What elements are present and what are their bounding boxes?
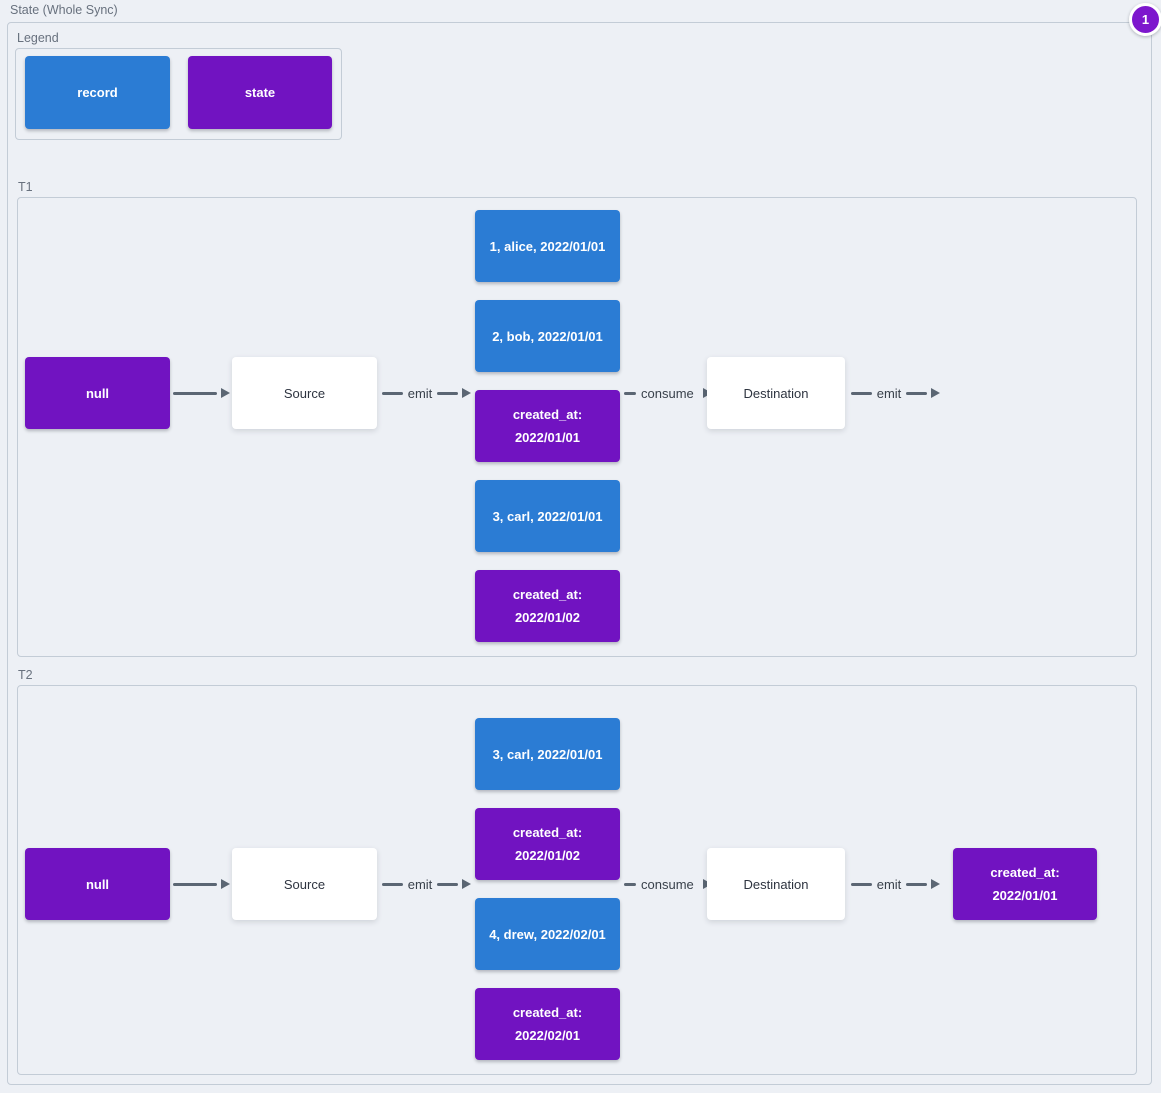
edge-label-emit: emit	[876, 385, 902, 401]
legend-group	[15, 48, 342, 140]
t2-null-node: null	[25, 848, 170, 920]
t1-state-node: created_at: 2022/01/02	[475, 570, 620, 642]
edge-line	[906, 882, 927, 886]
edge-line	[851, 882, 872, 886]
arrow-head-icon	[221, 879, 230, 889]
arrow-head-icon	[221, 388, 230, 398]
t2-record-node: 3, carl, 2022/01/01	[475, 718, 620, 790]
t2-edge-source-emit: emit	[382, 874, 471, 894]
t1-edge-null-to-source	[173, 383, 230, 403]
t2-emitted-state-node: created_at: 2022/01/01	[953, 848, 1097, 920]
section-t1-group	[17, 197, 1137, 657]
arrow-head-icon	[931, 879, 940, 889]
t2-state-node: created_at: 2022/01/02	[475, 808, 620, 880]
edge-line	[851, 391, 872, 395]
edge-line	[382, 882, 403, 886]
t2-source-node: Source	[232, 848, 377, 920]
t1-record-node: 1, alice, 2022/01/01	[475, 210, 620, 282]
t1-record-node: 3, carl, 2022/01/01	[475, 480, 620, 552]
t2-record-node: 4, drew, 2022/02/01	[475, 898, 620, 970]
t1-state-node: created_at: 2022/01/01	[475, 390, 620, 462]
edge-line	[906, 391, 927, 395]
legend-state-swatch: state	[188, 56, 332, 129]
section-t2-group	[17, 685, 1137, 1075]
edge-line	[624, 882, 636, 886]
edge-line	[173, 882, 217, 886]
t2-edge-consume: consume	[624, 874, 712, 894]
edge-label-consume: consume	[641, 385, 694, 401]
whole-sync-group	[7, 22, 1152, 1085]
t1-edge-destination-emit: emit	[851, 383, 940, 403]
t1-edge-source-emit: emit	[382, 383, 471, 403]
t1-source-node: Source	[232, 357, 377, 429]
edge-line	[382, 391, 403, 395]
arrow-head-icon	[462, 388, 471, 398]
edge-label-emit: emit	[407, 876, 433, 892]
edge-label-emit: emit	[407, 385, 433, 401]
edge-line	[437, 882, 458, 886]
t2-destination-node: Destination	[707, 848, 845, 920]
arrow-head-icon	[931, 388, 940, 398]
t1-null-node: null	[25, 357, 170, 429]
t1-edge-consume: consume	[624, 383, 712, 403]
edge-line	[437, 391, 458, 395]
t2-state-node: created_at: 2022/02/01	[475, 988, 620, 1060]
arrow-head-icon	[462, 879, 471, 889]
section-label-t2: T2	[18, 668, 33, 682]
t2-edge-destination-emit: emit	[851, 874, 940, 894]
t1-record-node: 2, bob, 2022/01/01	[475, 300, 620, 372]
t2-edge-null-to-source	[173, 874, 230, 894]
annotation-badge: 1	[1129, 3, 1161, 36]
edge-line	[173, 391, 217, 395]
edge-label-emit: emit	[876, 876, 902, 892]
t1-destination-node: Destination	[707, 357, 845, 429]
edge-label-consume: consume	[641, 876, 694, 892]
section-label-t1: T1	[18, 180, 33, 194]
legend-label: Legend	[17, 31, 59, 45]
legend-record-swatch: record	[25, 56, 170, 129]
page-title: State (Whole Sync)	[10, 3, 118, 17]
edge-line	[624, 391, 636, 395]
